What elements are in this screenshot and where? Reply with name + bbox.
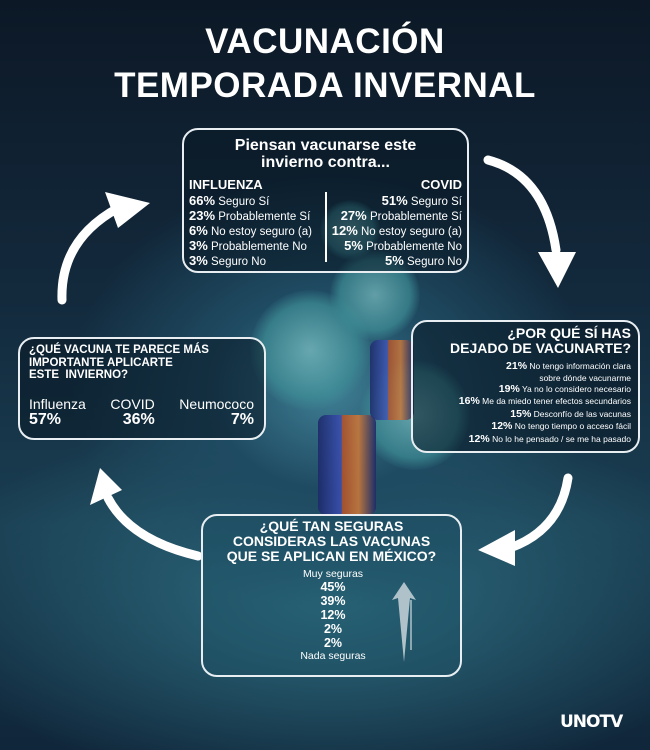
unotv-logo: UNOTV — [560, 712, 623, 732]
safety-value: 39% — [320, 594, 346, 608]
plans-heading: Piensan vacunarse este invierno contra..… — [234, 137, 417, 171]
list-item: 5% Seguro No — [385, 253, 462, 269]
importance-panel: ¿QUÉ VACUNA TE PARECE MÁS IMPORTANTE APL… — [18, 337, 266, 440]
list-item: 12% No lo he pensado / se me ha pasado — [468, 432, 631, 445]
arrow-bottom-right — [505, 473, 573, 553]
arrow-top-left — [57, 203, 123, 305]
covid-column: COVID 51% Seguro Sí 27% Probablemente Sí… — [328, 177, 462, 269]
list-item: 3% Probablemente No — [189, 238, 307, 254]
list-item: 21% No tengo información clara — [506, 360, 631, 372]
safety-value: 45% — [320, 580, 346, 594]
arrow-up-icon — [392, 582, 416, 662]
title-line-2: TEMPORADA INVERNAL — [114, 66, 536, 105]
safety-panel: ¿QUÉ TAN SEGURAS CONSIDERAS LAS VACUNAS … — [201, 514, 462, 677]
arrowhead-icon — [538, 252, 576, 288]
arrow-bottom-left — [103, 493, 203, 561]
arrowhead-icon — [478, 530, 515, 566]
arrow-top-right — [483, 155, 561, 255]
top-label: Muy seguras — [302, 568, 364, 580]
vaccine-vial-illustration — [370, 340, 414, 420]
arrowhead-icon — [90, 468, 122, 505]
importance-heading: ¿QUÉ VACUNA TE PARECE MÁS IMPORTANTE APL… — [29, 344, 209, 381]
list-item: 16% Me da miedo tener efectos secundario… — [458, 395, 631, 407]
title-line-1: VACUNACIÓN — [205, 22, 445, 61]
safety-value: 2% — [323, 636, 343, 650]
list-item: 66% Seguro Sí — [189, 193, 270, 209]
vaccine-vial-illustration — [318, 415, 376, 515]
list-item: sobre dónde vacunarme — [539, 372, 631, 383]
safety-value: 12% — [320, 608, 346, 622]
list-item: 23% Probablemente Sí — [189, 208, 311, 224]
list-item: 12% No tengo tiempo o acceso fácil — [491, 420, 631, 432]
influenza-column: INFLUENZA 66% Seguro Sí 23% Probablement… — [189, 177, 323, 269]
safety-heading: ¿QUÉ TAN SEGURAS CONSIDERAS LAS VACUNAS … — [226, 518, 437, 564]
list-item: 6% No estoy seguro (a) — [189, 223, 312, 239]
list-item: 3% Seguro No — [189, 253, 266, 269]
list-item: 15% Desconfío de las vacunas — [510, 407, 631, 420]
reasons-panel: ¿POR QUÉ SÍ HAS DEJADO DE VACUNARTE? 21%… — [411, 320, 640, 453]
list-item: 19% Ya no lo considero necesario — [498, 382, 631, 395]
list-item: 51% Seguro Sí — [381, 193, 462, 209]
list-item: 12% No estoy seguro (a) — [331, 223, 462, 239]
arrowhead-icon — [105, 192, 150, 228]
safety-value: 2% — [323, 622, 343, 636]
bottom-label: Nada seguras — [300, 650, 366, 662]
vaccination-plans-panel: Piensan vacunarse este invierno contra..… — [182, 128, 469, 273]
reasons-heading: ¿POR QUÉ SÍ HAS DEJADO DE VACUNARTE? — [450, 325, 631, 356]
list-item: 5% Probablemente No — [344, 238, 462, 254]
list-item: 27% Probablemente Sí — [340, 208, 462, 224]
divider — [325, 192, 327, 262]
